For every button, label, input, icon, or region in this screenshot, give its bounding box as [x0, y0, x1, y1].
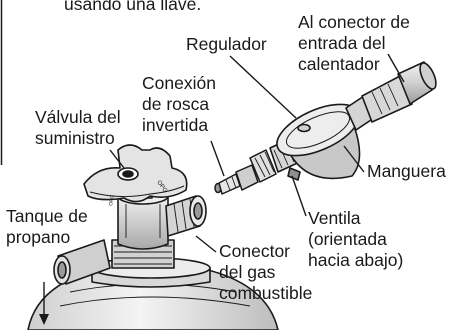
valve-stamp-2: OPG	[108, 194, 116, 206]
leader-lines	[43, 53, 405, 318]
heater-inlet-label: Al conector de entrada del calentador	[298, 12, 410, 74]
vent-label: Ventila (orientada hacia abajo)	[308, 208, 404, 270]
propane-tank-label: Tanque de propano	[6, 206, 88, 247]
regulator-label: Regulador	[186, 34, 267, 54]
supply-valve-label: Válvula del suministro	[35, 107, 121, 148]
hose-label: Manguera	[367, 161, 446, 181]
top-note: usando una llave.	[64, 0, 202, 14]
supply-valve	[53, 144, 207, 285]
inverted-thread-label: Conexión de rosca invertida	[142, 73, 216, 135]
fuel-gas-connector-label: Conector del gas combustible	[219, 241, 313, 303]
tank-arrow	[39, 314, 49, 325]
hose-assembly	[361, 61, 437, 123]
regulator	[269, 95, 375, 181]
pol-fitting	[214, 149, 277, 195]
